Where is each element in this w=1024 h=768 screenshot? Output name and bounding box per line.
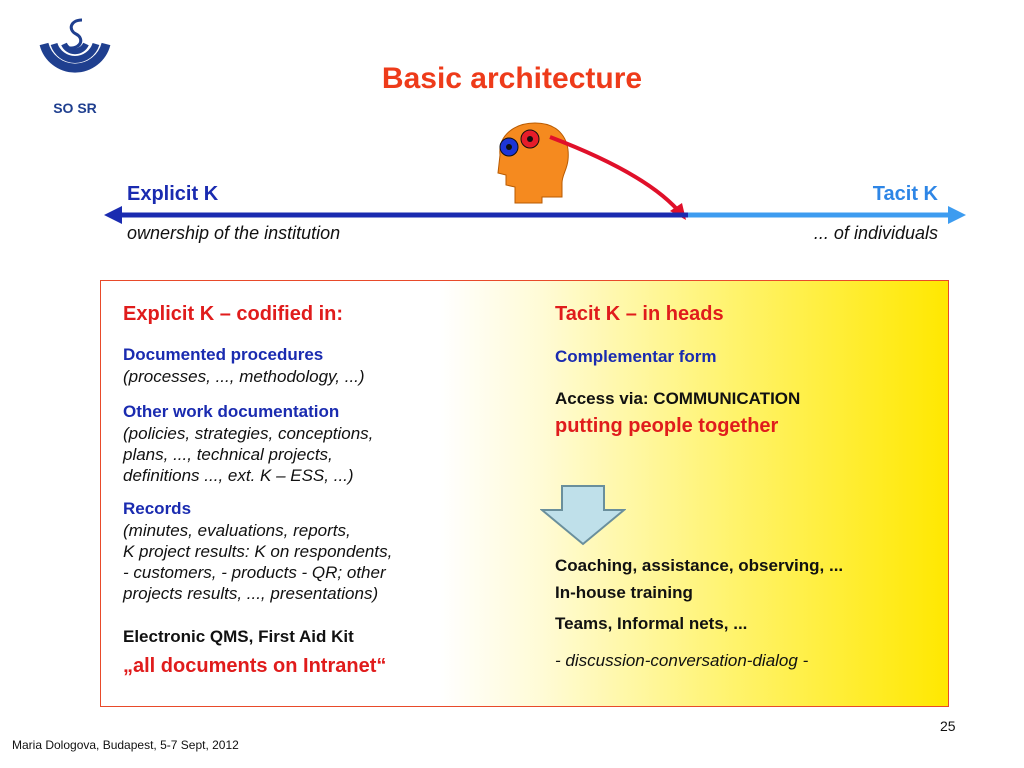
activity-item: Teams, Informal nets, ... — [555, 614, 748, 633]
putting-text: putting people together — [555, 415, 779, 437]
explicit-k-label: Explicit K — [127, 183, 219, 205]
explicit-heading: Explicit K – codified in: — [123, 303, 344, 325]
item-detail: (minutes, evaluations, reports, — [123, 521, 351, 540]
item-detail: (policies, strategies, conceptions, — [123, 424, 374, 443]
so-sr-logo-icon — [39, 18, 111, 73]
knowledge-axis — [104, 206, 966, 224]
access-text: Access via: COMMUNICATION — [555, 389, 801, 408]
tacit-k-label: Tacit K — [872, 183, 938, 205]
item-detail: (processes, ..., methodology, ...) — [123, 367, 365, 386]
footer-author: Maria Dologova, Budapest, 5-7 Sept, 2012 — [12, 738, 239, 752]
item-title: Other work documentation — [123, 402, 340, 421]
item-detail: - customers, - products - QR; other — [123, 563, 386, 582]
item-title: Records — [123, 499, 192, 518]
item-title: Documented procedures — [123, 345, 324, 364]
complementar-form: Complementar form — [555, 347, 717, 366]
item-detail: projects results, ..., presentations) — [123, 584, 379, 603]
intranet-text: „all documents on Intranet“ — [123, 655, 387, 677]
explicit-caption: ownership of the institution — [127, 223, 341, 243]
head-with-gears-icon — [497, 122, 686, 220]
item-detail: K project results: K on respondents, — [123, 542, 393, 561]
qms-text: Electronic QMS, First Aid Kit — [123, 627, 354, 646]
discussion-text: - discussion-conversation-dialog - — [555, 651, 809, 670]
activity-item: In-house training — [555, 583, 693, 602]
down-arrow-icon — [540, 485, 626, 546]
page-number: 25 — [940, 718, 956, 734]
page-title: Basic architecture — [381, 62, 643, 95]
tacit-caption: ... of individuals — [813, 223, 938, 243]
item-detail: definitions ..., ext. K – ESS, ...) — [123, 466, 354, 485]
tacit-heading: Tacit K – in heads — [555, 303, 724, 325]
knowledge-box: Explicit K – codified in: Documented pro… — [100, 280, 949, 707]
logo-text: SO SR — [53, 100, 97, 116]
item-detail: plans, ..., technical projects, — [123, 445, 333, 464]
activity-item: Coaching, assistance, observing, ... — [555, 556, 844, 575]
